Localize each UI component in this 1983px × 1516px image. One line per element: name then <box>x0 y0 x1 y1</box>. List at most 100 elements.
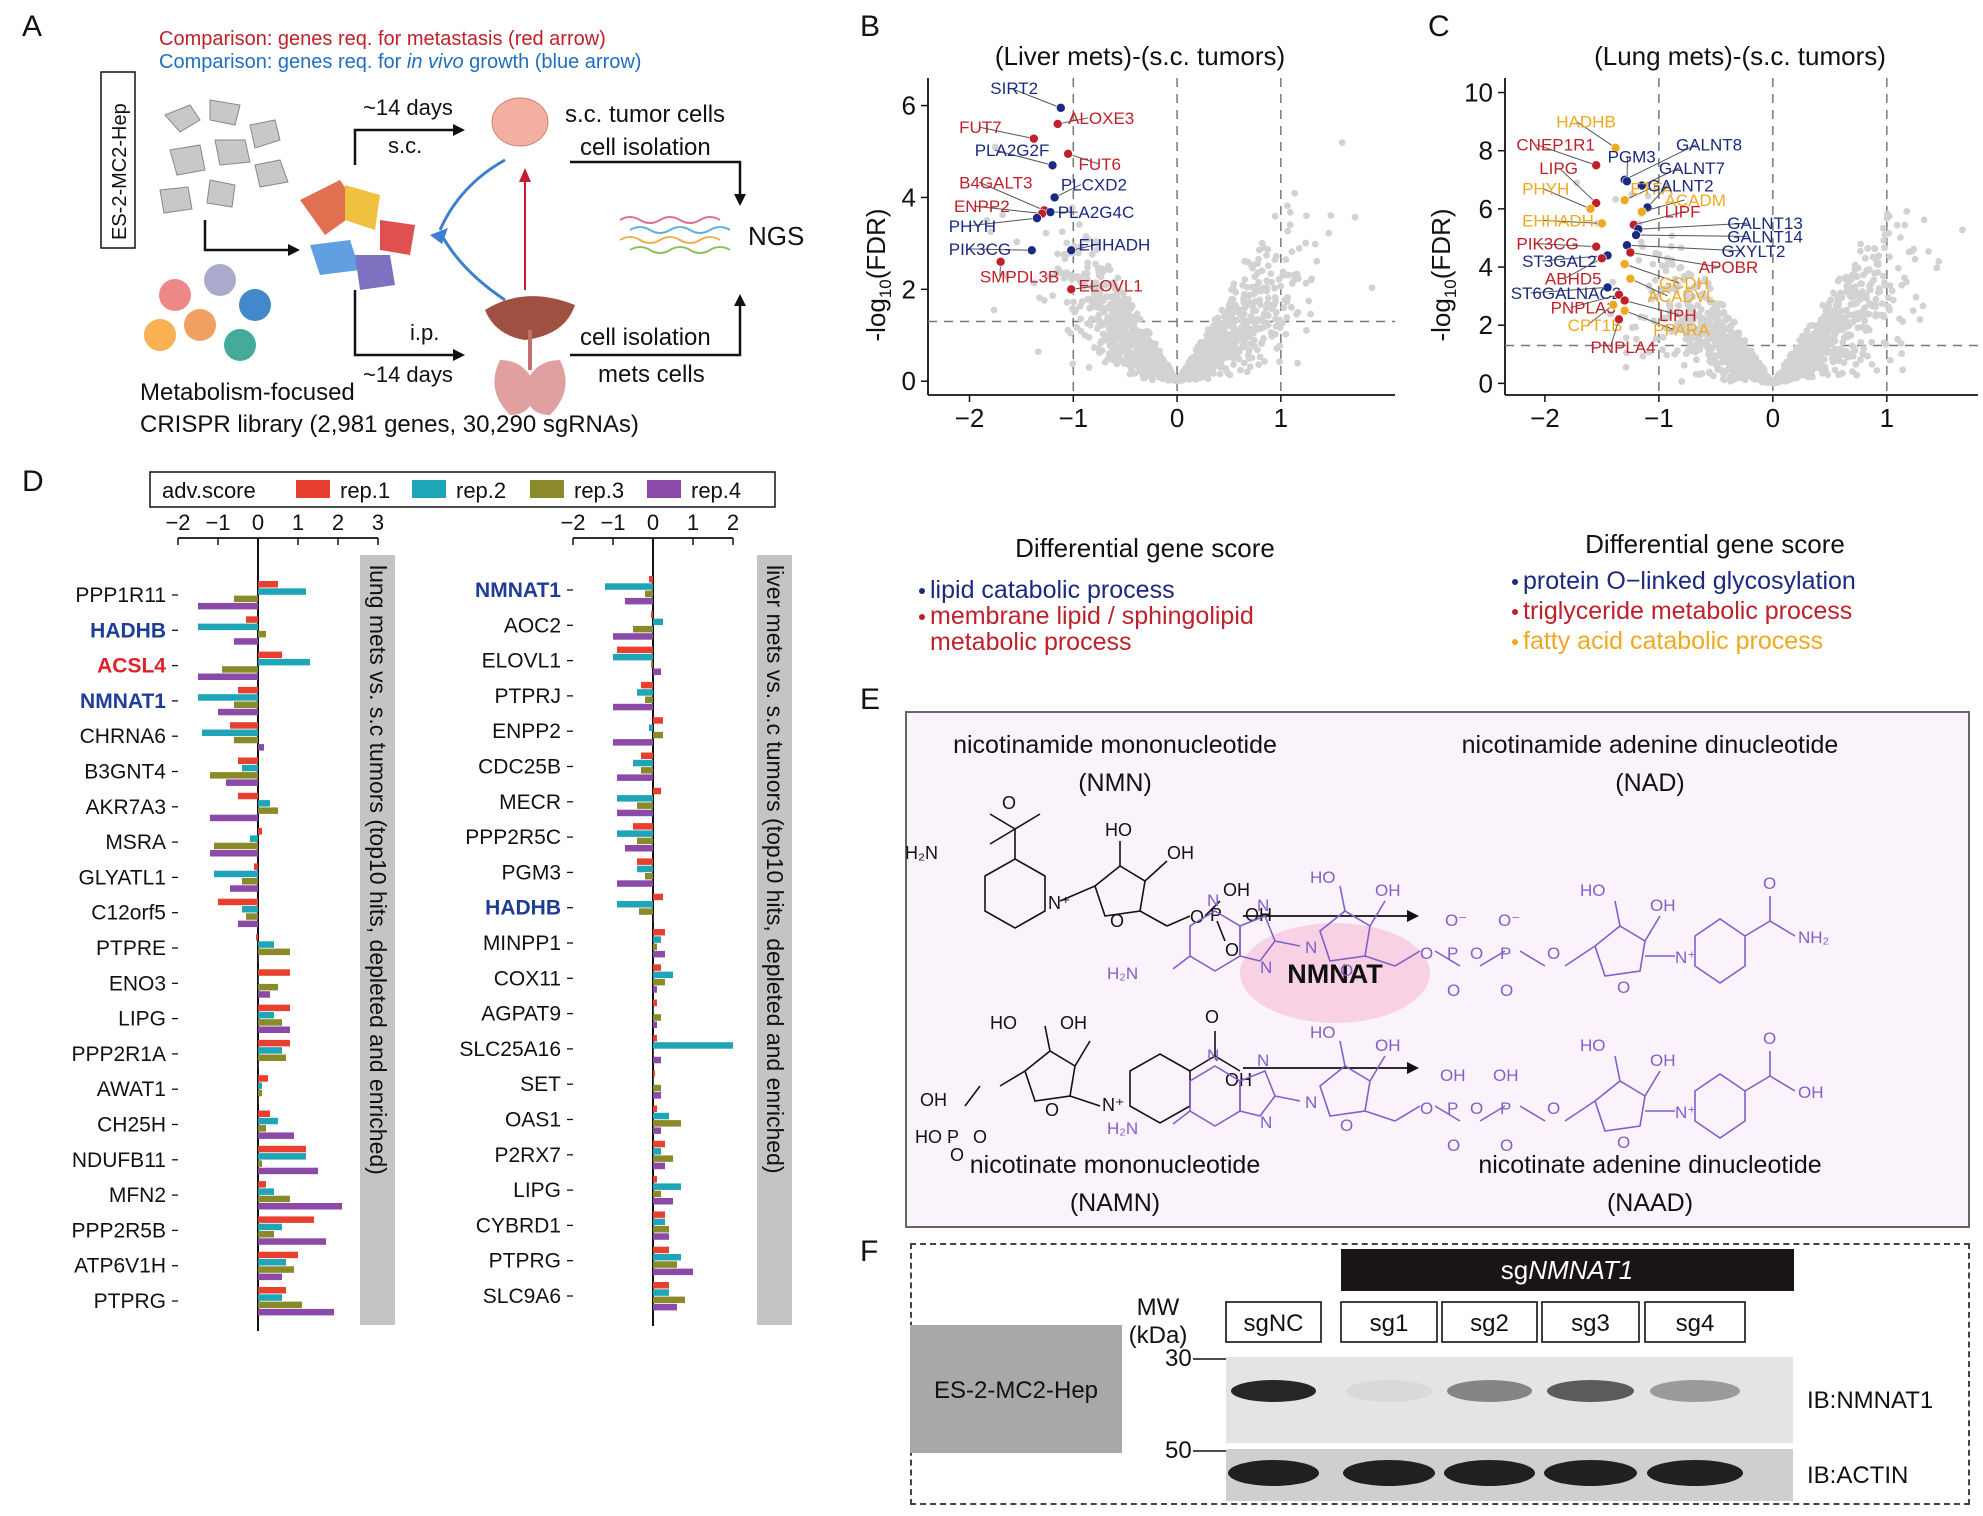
gene-point <box>1264 262 1272 270</box>
score-bar <box>258 1216 314 1223</box>
gene-point <box>1704 342 1712 350</box>
gene-point <box>1841 316 1849 324</box>
gene-point <box>1632 323 1639 331</box>
gene-row-label: PPP2R5C <box>465 826 561 849</box>
gene-label-leader <box>1630 278 1668 297</box>
score-bar <box>617 646 653 654</box>
comparison-blue-text: Comparison: genes req. for in vivo growt… <box>159 51 641 73</box>
gene-label-leader <box>1530 286 1608 294</box>
score-bar <box>258 969 290 976</box>
gene-label: ENPP2 <box>954 197 1010 216</box>
mets-cells-label: mets cells <box>598 361 705 388</box>
gene-point <box>1710 322 1718 329</box>
gene-row-label: ACSL4 <box>97 655 166 678</box>
gene-point <box>1843 353 1851 361</box>
gene-point <box>1264 246 1272 253</box>
gene-point <box>1702 330 1709 338</box>
gene-point <box>1876 288 1884 295</box>
gene-point <box>1675 311 1683 318</box>
gene-point <box>1920 216 1928 224</box>
gene-point <box>1870 276 1878 284</box>
actin-band <box>1647 1460 1743 1486</box>
score-bar <box>214 842 258 850</box>
highlighted-gene-point <box>1045 207 1056 217</box>
score-bar <box>653 1056 661 1064</box>
gene-point <box>1622 334 1630 342</box>
gene-label-leader <box>1626 244 1742 252</box>
gene-point <box>1084 295 1091 303</box>
score-bar <box>613 633 653 640</box>
highlighted-gene-point <box>1636 180 1647 191</box>
highlighted-gene-point <box>1591 241 1601 252</box>
score-bar <box>653 971 673 979</box>
gene-row-label: CHRNA6 <box>80 725 166 748</box>
gene-row-label: PTPRJ <box>494 685 561 708</box>
gene-row-label: P2RX7 <box>494 1144 561 1167</box>
svg-text:P: P <box>1447 1099 1458 1118</box>
gene-point <box>1780 369 1788 377</box>
gene-point <box>1717 344 1725 352</box>
gene-point <box>1302 239 1310 247</box>
gene-label: APOBR <box>1699 258 1759 277</box>
gene-label-leader <box>1647 185 1668 208</box>
actin-band <box>1343 1460 1435 1486</box>
score-bar <box>202 729 258 736</box>
gene-point <box>1157 363 1165 370</box>
gene-label-leader <box>1624 299 1679 316</box>
bar-x-tick-label: 1 <box>687 510 699 535</box>
score-bar <box>234 736 258 744</box>
gene-point <box>1787 375 1795 383</box>
gene-point <box>1830 319 1837 327</box>
score-bar <box>653 986 657 993</box>
gene-point <box>1157 368 1165 376</box>
gene-point <box>1865 326 1873 334</box>
gene-point <box>1081 235 1089 243</box>
nmnat1-band <box>1547 1380 1634 1402</box>
lane-box <box>1340 1301 1438 1343</box>
gene-label: ABHD5 <box>1545 269 1602 288</box>
volcano-plot-liver: (Liver mets)-(s.c. tumors) -log10(FDR) D… <box>861 41 1395 656</box>
legend-rep1: rep.1 <box>340 478 390 503</box>
highlighted-gene-point <box>1591 198 1601 208</box>
gene-point <box>1114 274 1122 282</box>
gene-point <box>1858 280 1866 288</box>
score-bar <box>649 576 653 583</box>
gene-label-leader <box>1067 153 1099 165</box>
gene-point <box>1889 296 1897 304</box>
gene-point <box>1717 338 1725 346</box>
gene-point <box>1678 378 1686 385</box>
gene-point <box>1241 291 1248 298</box>
gene-point <box>1830 310 1837 317</box>
gene-point <box>1868 338 1876 346</box>
gene-point <box>1848 349 1856 357</box>
y-tick-label: 4 <box>902 182 916 212</box>
gene-point <box>1893 221 1901 229</box>
gene-row-label: HADHB <box>90 619 166 642</box>
score-bar <box>258 1145 306 1153</box>
gene-point <box>1100 296 1108 304</box>
gene-point <box>1233 304 1240 312</box>
nad-atoms: N N H₂N N N HO OH O O P O⁻ O O P O⁻ O O … <box>1107 868 1829 1000</box>
gene-point <box>1237 326 1245 333</box>
svg-text:HO: HO <box>1310 868 1336 887</box>
highlighted-gene-point <box>1610 142 1621 153</box>
gene-point <box>1852 360 1860 368</box>
gene-point <box>1815 364 1823 372</box>
gene-point <box>1866 282 1873 290</box>
gene-point <box>1241 343 1248 351</box>
gene-point <box>987 228 995 236</box>
gene-point <box>1219 333 1227 341</box>
gene-point <box>1648 295 1656 303</box>
gene-point <box>1848 342 1856 350</box>
score-bar <box>234 638 258 645</box>
gene-point <box>1277 282 1285 290</box>
gene-point <box>1798 341 1806 349</box>
gene-point <box>1844 311 1852 319</box>
volcano-b-ylabel: -log10(FDR) <box>861 208 895 341</box>
score-bar <box>617 830 653 837</box>
gene-point <box>1888 287 1896 295</box>
gene-point <box>1607 310 1614 318</box>
svg-text:N: N <box>1260 1113 1272 1132</box>
gene-point <box>1681 325 1689 333</box>
gene-label: ALOXE3 <box>1068 109 1134 128</box>
